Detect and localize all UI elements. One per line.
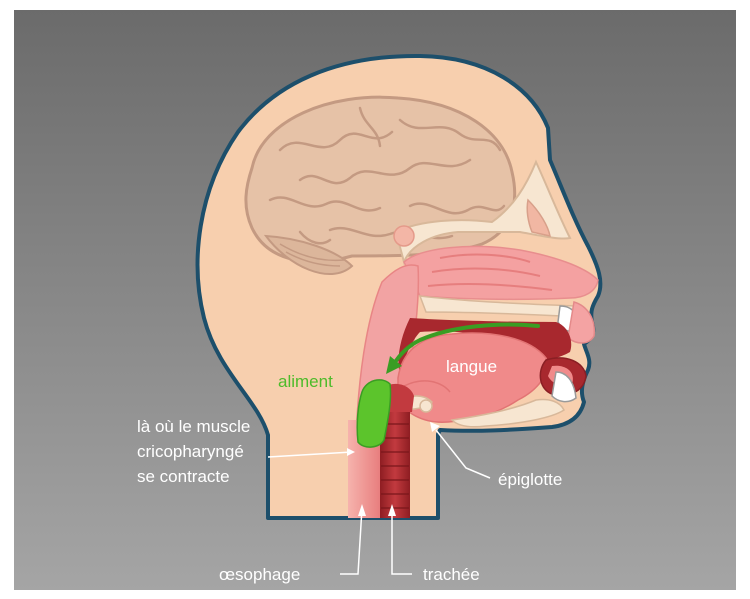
label-muscle-line3: se contracte xyxy=(137,467,230,486)
label-trachea: trachée xyxy=(423,565,480,584)
label-tongue: langue xyxy=(446,357,497,376)
pituitary xyxy=(394,226,414,246)
label-esophagus: œsophage xyxy=(219,565,300,584)
label-muscle-line2: cricopharyngé xyxy=(137,442,244,461)
label-food: aliment xyxy=(278,372,333,391)
label-muscle-line1: là où le muscle xyxy=(137,417,250,436)
label-epiglottis: épiglotte xyxy=(498,470,562,489)
hyoid-bone xyxy=(420,400,432,412)
